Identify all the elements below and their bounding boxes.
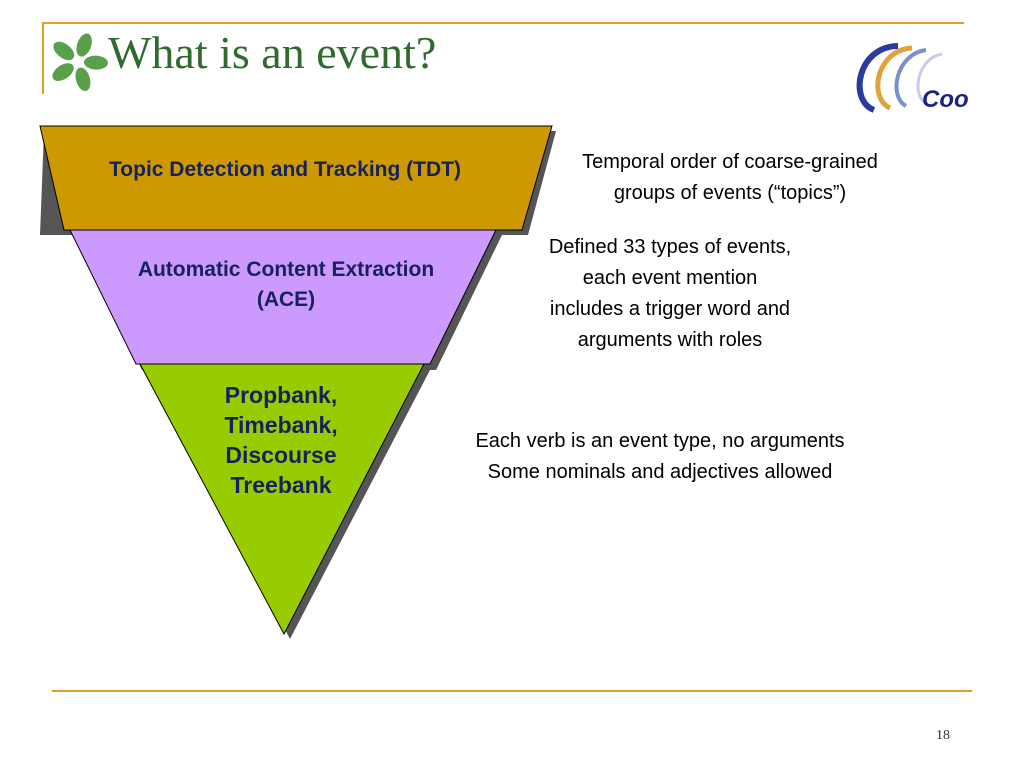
coling-logo: Coo bbox=[838, 40, 970, 120]
bottom-rule bbox=[52, 690, 972, 692]
tdt-layer-label: Topic Detection and Tracking (TDT) bbox=[109, 158, 461, 181]
propbank-layer-band bbox=[139, 363, 425, 636]
pinwheel-flower-icon bbox=[52, 33, 108, 91]
ace-description: Defined 33 types of events, each event m… bbox=[548, 236, 792, 351]
page-number: 18 bbox=[936, 728, 950, 743]
propbank-description: Each verb is an event type, no arguments… bbox=[475, 430, 845, 483]
tdt-description: Temporal order of coarse-grained groups … bbox=[582, 151, 878, 204]
propbank-layer-label: Propbank, Timebank, Discourse Treebank bbox=[224, 382, 338, 498]
logo-swoosh-icon bbox=[856, 43, 943, 113]
ace-layer-label: Automatic Content Extraction (ACE) bbox=[137, 258, 435, 311]
top-rule bbox=[42, 22, 964, 24]
tdt-layer-band bbox=[39, 125, 553, 231]
logo-text: Coo bbox=[922, 86, 969, 113]
ace-layer-band bbox=[69, 229, 497, 365]
slide-title: What is an event? bbox=[108, 27, 437, 78]
left-rule bbox=[42, 22, 44, 94]
